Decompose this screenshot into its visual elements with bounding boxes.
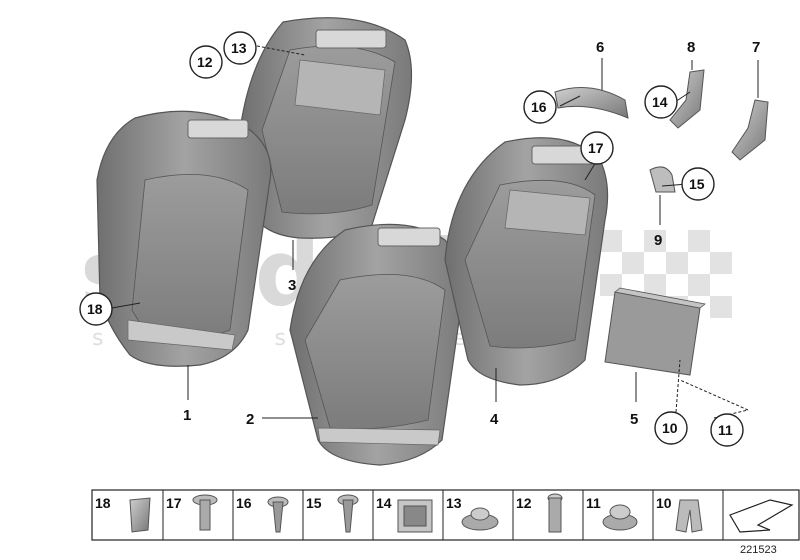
callout-7: 7 [752, 39, 760, 56]
callout-9: 9 [654, 232, 662, 249]
callout-11: 11 [710, 413, 744, 447]
svg-text:10: 10 [662, 420, 678, 436]
parts-strip: 18 17 16 15 14 13 12 11 10 [91, 489, 800, 541]
callout-13: 13 [223, 31, 257, 65]
callout-15: 15 [681, 167, 715, 201]
grab-handle-part-6 [554, 87, 629, 119]
callout-2: 2 [246, 411, 254, 428]
svg-text:15: 15 [689, 176, 705, 192]
callout-8: 8 [687, 39, 695, 56]
seat-backrest-part-2 [289, 223, 464, 466]
strip-label-18: 18 [95, 495, 111, 511]
strip-label-10: 10 [656, 495, 672, 511]
strip-label-16: 16 [236, 495, 252, 511]
plain-callouts: 1 2 3 4 5 6 7 8 9 [183, 39, 760, 428]
arrow-icon [729, 499, 794, 533]
callout-16: 16 [523, 90, 557, 124]
clip-part-9 [649, 166, 676, 193]
callout-4: 4 [490, 411, 499, 428]
svg-text:14: 14 [652, 94, 668, 110]
rear-panel-part-5 [604, 287, 706, 376]
callout-18: 18 [79, 292, 113, 326]
screw-icon-17 [192, 494, 218, 531]
nut-icon-11 [602, 504, 638, 531]
callout-6: 6 [596, 39, 604, 56]
callout-10: 10 [654, 411, 688, 445]
callout-3: 3 [288, 277, 296, 294]
strip-label-14: 14 [376, 495, 392, 511]
seat-backrest-part-4 [444, 137, 609, 386]
strip-label-13: 13 [446, 495, 462, 511]
strip-label-17: 17 [166, 495, 182, 511]
callout-1: 1 [183, 407, 191, 424]
strip-label-11: 11 [586, 495, 601, 511]
svg-text:11: 11 [718, 422, 733, 438]
svg-text:17: 17 [588, 140, 604, 156]
clip-icon-18 [129, 497, 151, 533]
svg-text:16: 16 [531, 99, 547, 115]
clip-icon-14 [397, 499, 433, 533]
spring-clip-icon-10 [675, 499, 703, 533]
screw-icon-16 [267, 496, 289, 533]
strip-label-12: 12 [516, 495, 532, 511]
circled-callouts: 12 13 16 14 17 15 18 10 11 [79, 31, 744, 447]
trim-part-7 [731, 99, 769, 161]
svg-text:18: 18 [87, 301, 103, 317]
callout-14: 14 [644, 85, 678, 119]
svg-text:13: 13 [231, 40, 247, 56]
callout-5: 5 [630, 411, 638, 428]
trim-part-8 [669, 69, 705, 129]
svg-text:12: 12 [197, 54, 213, 70]
screw-icon-15 [337, 494, 359, 533]
strip-label-15: 15 [306, 495, 322, 511]
diagram-number: 221523 [740, 544, 777, 556]
seat-backrest-part-3 [239, 17, 413, 239]
nut-icon-13 [461, 507, 499, 531]
stud-icon-12 [547, 493, 563, 533]
callout-12: 12 [189, 45, 223, 79]
seat-backrest-part-1 [96, 110, 272, 367]
callout-17: 17 [580, 131, 614, 165]
